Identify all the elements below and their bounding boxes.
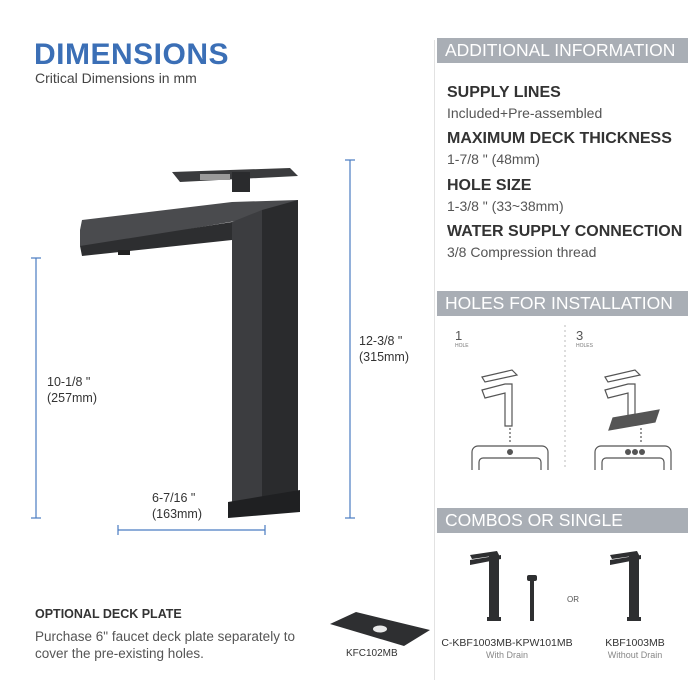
combo-model: C-KBF1003MB-KPW101MB bbox=[441, 637, 573, 649]
dimension-reach: 6-7/16 " (163mm) bbox=[152, 490, 202, 522]
additional-info-header: ADDITIONAL INFORMATION bbox=[437, 38, 688, 63]
page-subtitle: Critical Dimensions in mm bbox=[35, 70, 197, 86]
holes-diagram bbox=[471, 325, 672, 470]
panel-divider bbox=[434, 40, 435, 680]
dimension-imperial: 10-1/8 " bbox=[47, 375, 91, 389]
deck-plate-description: Purchase 6" faucet deck plate separately… bbox=[35, 629, 295, 661]
hole-unit: HOLE bbox=[455, 343, 469, 349]
dimension-imperial: 12-3/8 " bbox=[359, 334, 403, 348]
page-title: DIMENSIONS bbox=[34, 38, 230, 71]
faucet-without-drain-image bbox=[610, 551, 641, 621]
combo-note: With Drain bbox=[485, 650, 528, 660]
faucet-with-drain-image bbox=[470, 551, 537, 621]
faucet-dimension-diagram bbox=[31, 159, 355, 535]
deck-plate-title: OPTIONAL DECK PLATE bbox=[35, 607, 182, 621]
combos-header: COMBOS OR SINGLE bbox=[437, 508, 688, 533]
hole-count: 1 bbox=[455, 328, 463, 343]
spec-label: SUPPLY LINES bbox=[447, 84, 561, 101]
combo-note: Without Drain bbox=[607, 650, 663, 660]
deck-plate-model: KFC102MB bbox=[346, 648, 398, 659]
spec-value: 1-3/8 " (33~38mm) bbox=[447, 198, 564, 214]
combos-images bbox=[470, 551, 641, 621]
spec-value: 3/8 Compression thread bbox=[447, 244, 597, 260]
hole-unit: HOLES bbox=[576, 343, 593, 349]
holes-header: HOLES FOR INSTALLATION bbox=[437, 291, 688, 316]
dimension-metric: (257mm) bbox=[47, 391, 98, 405]
dimension-spout-height: 10-1/8 " (257mm) bbox=[47, 374, 97, 406]
spec-value: 1-7/8 " (48mm) bbox=[447, 151, 540, 167]
deck-plate-image bbox=[330, 612, 430, 646]
dimension-metric: (315mm) bbox=[359, 350, 410, 364]
three-hole-sink-icon bbox=[594, 369, 672, 470]
or-label: OR bbox=[567, 595, 579, 604]
spec-value: Included+Pre-assembled bbox=[447, 105, 603, 121]
single-hole-sink-icon bbox=[471, 369, 549, 470]
dimension-total-height: 12-3/8 " (315mm) bbox=[359, 333, 409, 365]
dimension-imperial: 6-7/16 " bbox=[152, 491, 196, 505]
spec-label: HOLE SIZE bbox=[447, 177, 532, 194]
dimension-metric: (163mm) bbox=[152, 507, 203, 521]
hole-count: 3 bbox=[576, 328, 584, 343]
faucet-image bbox=[80, 168, 300, 518]
combo-model: KBF1003MB bbox=[605, 637, 665, 649]
spec-label: MAXIMUM DECK THICKNESS bbox=[447, 130, 672, 147]
spec-label: WATER SUPPLY CONNECTION bbox=[447, 223, 683, 240]
